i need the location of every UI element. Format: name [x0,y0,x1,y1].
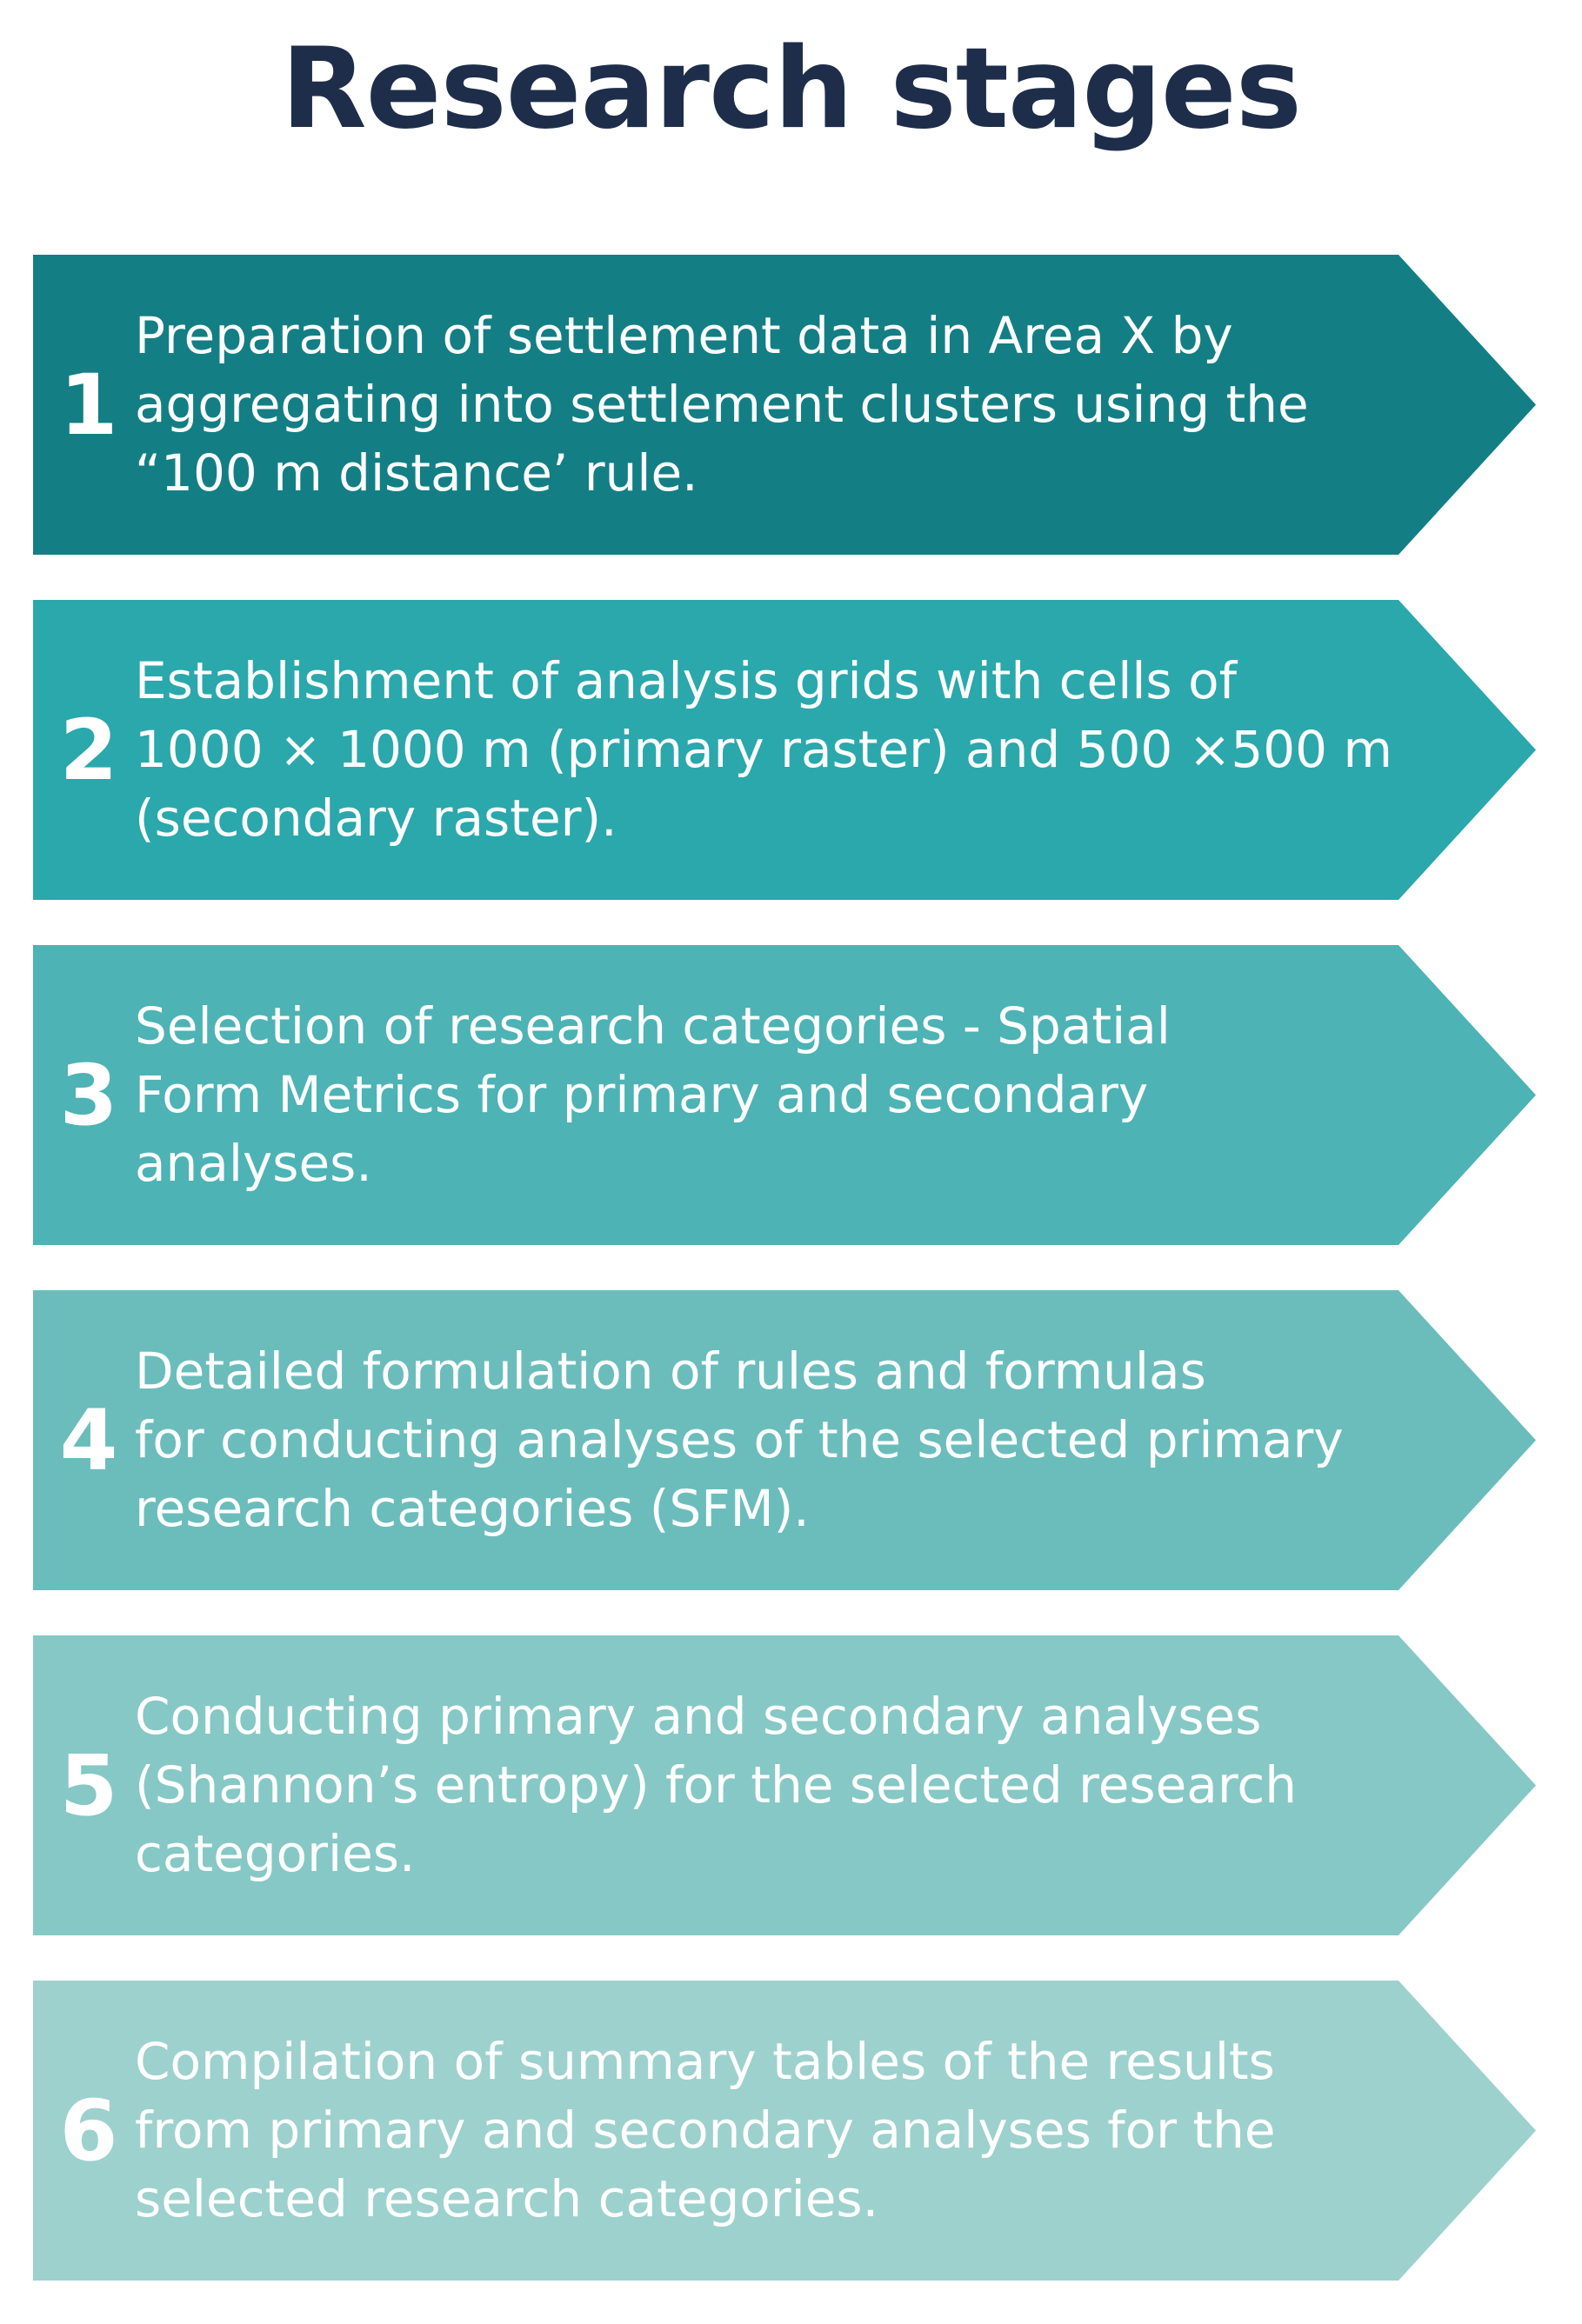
stage-5-text: Conducting primary and secondary analyse… [135,1687,1298,1883]
stage-3-number: 3 [59,1046,118,1144]
stage-5-arrow: 5 Conducting primary and secondary analy… [33,1635,1536,1935]
stage-4-text: Detailed formulation of rules and formul… [135,1342,1344,1538]
stage-2-arrow: 2 Establishment of analysis grids with c… [33,600,1536,900]
stage-3-text: Selection of research categories - Spati… [135,996,1171,1193]
stage-1-arrow: 1 Preparation of settlement data in Area… [33,255,1536,555]
stage-5-number: 5 [59,1736,118,1835]
stage-6-number: 6 [59,2081,118,2180]
stage-4-arrow: 4 Detailed formulation of rules and form… [33,1290,1536,1590]
stage-1-number: 1 [59,356,118,454]
stage-3-arrow: 3 Selection of research categories - Spa… [33,945,1536,1245]
stage-1-text: Preparation of settlement data in Area X… [135,306,1309,503]
stage-2-number: 2 [59,701,118,799]
stage-4-number: 4 [59,1391,118,1489]
stage-6-arrow: 6 Compilation of summary tables of the r… [33,1981,1536,2281]
page-title: Research stages [281,24,1302,154]
stage-6-text: Compilation of summary tables of the res… [135,2032,1276,2228]
stage-2-text: Establishment of analysis grids with cel… [135,651,1392,848]
